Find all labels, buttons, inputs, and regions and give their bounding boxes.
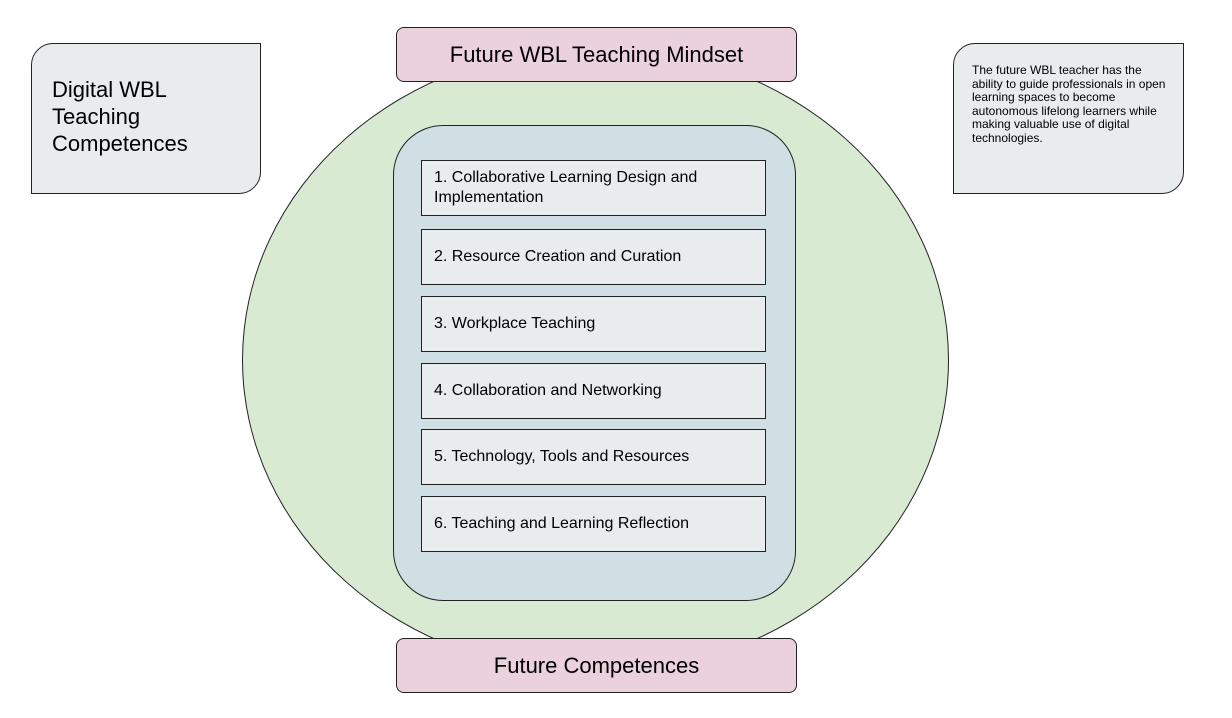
competence-item-2: 2. Resource Creation and Curation: [421, 229, 766, 285]
future-competences-banner: Future Competences: [396, 638, 797, 693]
competence-item-label: 2. Resource Creation and Curation: [434, 248, 682, 265]
competence-item-1: 1. Collaborative Learning Design and Imp…: [421, 160, 766, 216]
future-mindset-label: Future WBL Teaching Mindset: [449, 41, 744, 67]
competence-item-label: 1. Collaborative Learning Design and Imp…: [434, 169, 698, 206]
competence-item-5: 5. Technology, Tools and Resources: [421, 429, 766, 485]
competence-item-3: 3. Workplace Teaching: [421, 296, 766, 352]
future-competences-label: Future Competences: [493, 652, 700, 678]
teacher-description-text: The future WBL teacher has the ability t…: [972, 63, 1166, 145]
competence-item-label: 4. Collaboration and Networking: [434, 382, 662, 399]
digital-competences-title: Digital WBL Teaching Competences: [52, 77, 188, 156]
digital-competences-card: Digital WBL Teaching Competences: [31, 43, 261, 194]
competence-item-label: 5. Technology, Tools and Resources: [434, 448, 690, 465]
competence-item-label: 3. Workplace Teaching: [434, 315, 596, 332]
future-mindset-banner: Future WBL Teaching Mindset: [396, 27, 797, 82]
competence-item-4: 4. Collaboration and Networking: [421, 363, 766, 419]
competence-item-6: 6. Teaching and Learning Reflection: [421, 496, 766, 552]
competence-item-label: 6. Teaching and Learning Reflection: [434, 515, 689, 532]
teacher-description-card: The future WBL teacher has the ability t…: [953, 43, 1184, 194]
